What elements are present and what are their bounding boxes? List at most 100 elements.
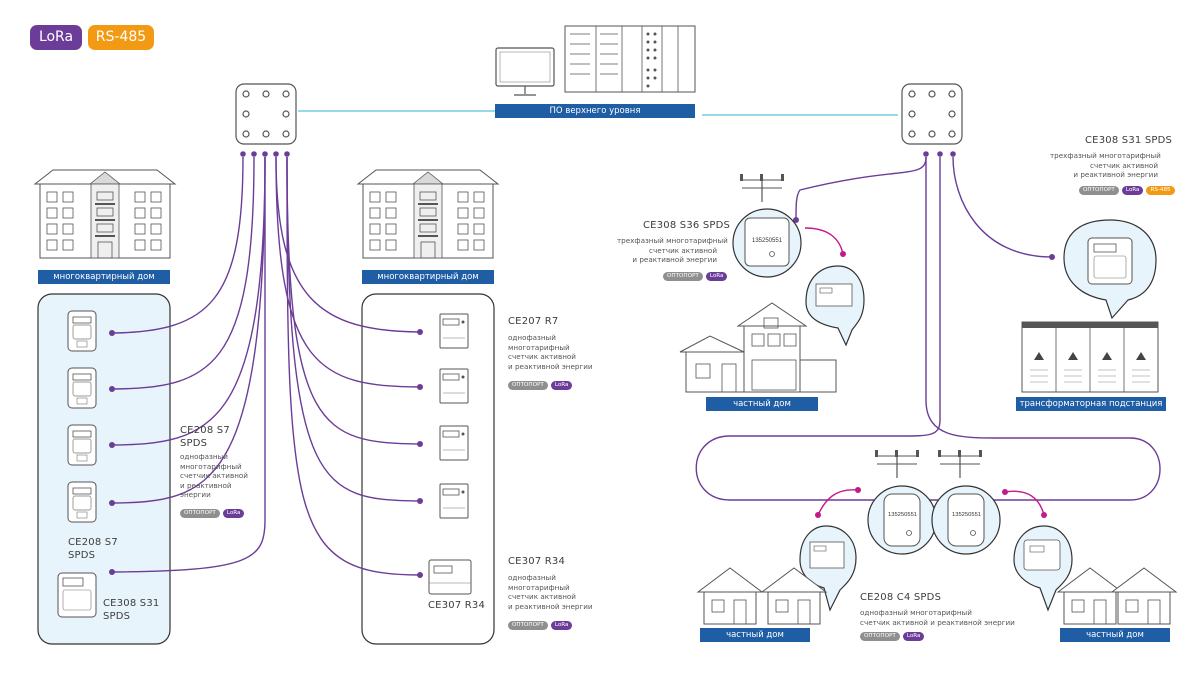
ce207r7-meter-icon xyxy=(439,425,469,461)
apartment-left-label: многоквартирный дом xyxy=(38,270,170,284)
ce208s7-meter-icon xyxy=(67,367,97,409)
ce207r7-name: CE207 R7 xyxy=(508,316,559,327)
ce307r34-caption: CE307 R34 xyxy=(428,600,486,611)
private-house-right-icon xyxy=(1111,567,1177,625)
ce308s36-meter-icon: 135250551 xyxy=(732,208,802,278)
ce207r7-desc-line: однофазный xyxy=(508,333,556,342)
ce208s7-meter-icon xyxy=(67,424,97,466)
ce308s36-name: CE308 S36 SPDS xyxy=(643,220,731,231)
ce207r7-meter-icon xyxy=(439,368,469,404)
optoport-tag: ОПТОПОРТ xyxy=(508,381,548,390)
ce207r7-description: однофазный многотарифный счетчик активно… xyxy=(508,333,593,371)
lora-tag: LoRa xyxy=(1121,186,1144,195)
ce308s31-right-desc-line: счетчик активной xyxy=(1090,160,1158,170)
ce308s31-meter-icon xyxy=(57,572,97,618)
ce307r34-name: CE307 R34 xyxy=(508,556,566,567)
ce208s7-meter-icon xyxy=(67,310,97,352)
ce208s7-description: однофазный многотарифный счетчик активно… xyxy=(180,452,248,500)
rs485-tag: RS-485 xyxy=(1146,186,1175,195)
ce208s7-bottom-line1: CE208 S7 xyxy=(68,537,118,548)
ce208c4-desc-line: однофазный многотарифный xyxy=(860,608,972,617)
ce207r7-tags: ОПТОПОРТ LoRa xyxy=(508,381,573,390)
ce208s7-meter-icon xyxy=(67,481,97,523)
ce208c4-tags: ОПТОПОРТ LoRa xyxy=(860,632,925,641)
ce308s31-left-line1: CE308 S31 xyxy=(103,598,160,609)
ce208s7-name-line2: SPDS xyxy=(180,437,208,449)
private-house-top-icon xyxy=(679,302,837,393)
optoport-tag: ОПТОПОРТ xyxy=(663,272,703,281)
optoport-tag: ОПТОПОРТ xyxy=(180,509,220,518)
ce307r34-desc-line: и реактивной энергии xyxy=(508,601,593,611)
ce308s36-display-text: 135250551 xyxy=(752,238,783,244)
ce208s7-name: CE208 S7 SPDS xyxy=(180,425,230,450)
power-mast-icon xyxy=(937,449,983,479)
ce208s7-desc-line: однофазный xyxy=(180,452,228,461)
ce307r34-meter-icon xyxy=(428,559,472,595)
lora-tag: LoRa xyxy=(902,632,925,641)
ce208s7-bottom-line2: SPDS xyxy=(68,549,96,561)
optoport-tag: ОПТОПОРТ xyxy=(508,621,548,630)
apartment-building-left-icon xyxy=(34,169,176,259)
ce307r34-desc-line: однофазный xyxy=(508,573,556,582)
lora-tag: LoRa xyxy=(222,509,245,518)
monitor-icon xyxy=(495,47,555,96)
ce308s31-right-name: CE308 S31 SPDS xyxy=(1085,135,1173,146)
ce208s7-desc-line: многотарифный xyxy=(180,461,242,471)
ce308s31-left-line2: SPDS xyxy=(103,610,131,622)
ce307r34-desc-line: счетчик активной xyxy=(508,592,576,602)
right-gateway-icon xyxy=(901,83,963,145)
optoport-tag: ОПТОПОРТ xyxy=(1079,186,1119,195)
ce308s36-tags: ОПТОПОРТ LoRa xyxy=(663,272,728,281)
private-house-top-label: частный дом xyxy=(706,397,818,411)
ce207r7-desc-line: счетчик активной xyxy=(508,352,576,362)
ce208c4-desc-line: счетчик активной и реактивной энергии xyxy=(860,617,1015,627)
ce308s36-desc-line: трехфазный многотарифный xyxy=(617,236,728,245)
bottom-right-house-meter-bubble xyxy=(1013,525,1073,612)
ce308s31-left-caption: CE308 S31 SPDS xyxy=(103,598,159,623)
substation-icon xyxy=(1021,321,1159,393)
private-house-left-label: частный дом xyxy=(700,628,810,642)
server-rack-icon xyxy=(564,25,696,93)
power-mast-icon xyxy=(739,173,785,203)
lora-tag: LoRa xyxy=(550,381,573,390)
ce208s7-name-line1: CE208 S7 xyxy=(180,425,230,436)
rs485-badge: RS-485 xyxy=(88,25,154,50)
ce308s36-description: трехфазный многотарифный счетчик активно… xyxy=(617,236,728,265)
ce208c4-display-b-text: 135250551 xyxy=(952,512,981,518)
apartment-building-mid-icon xyxy=(357,169,499,259)
optoport-tag: ОПТОПОРТ xyxy=(860,632,900,641)
ce207r7-desc-line: и реактивной энергии xyxy=(508,361,593,371)
top-house-meter-bubble xyxy=(805,265,865,347)
ce208c4-description: однофазный многотарифный счетчик активно… xyxy=(860,608,1015,627)
ce208s7-desc-line: счетчик активной xyxy=(180,471,248,481)
ce308s36-desc-line: счетчик активной xyxy=(649,245,717,255)
ce307r34-desc-line: многотарифный xyxy=(508,582,570,592)
lora-badge: LoRa xyxy=(30,25,82,50)
ce208s7-tags: ОПТОПОРТ LoRa xyxy=(180,509,245,518)
ce308s31-right-description: трехфазный многотарифный счетчик активно… xyxy=(1050,151,1161,180)
ce307r34-tags: ОПТОПОРТ LoRa xyxy=(508,621,573,630)
ce208c4-display-a-text: 135250551 xyxy=(888,512,917,518)
ce308s31-right-desc-line: трехфазный многотарифный xyxy=(1050,151,1161,160)
private-house-left-icon xyxy=(697,567,763,625)
lora-tag: LoRa xyxy=(550,621,573,630)
apartment-mid-label: многоквартирный дом xyxy=(362,270,494,284)
ce208s7-desc-line: энергии xyxy=(180,490,211,500)
lora-tag: LoRa xyxy=(705,272,728,281)
power-mast-icon xyxy=(874,449,920,479)
ce208c4-meter-left-icon: 135250551 xyxy=(867,485,937,555)
left-gateway-icon xyxy=(235,83,297,145)
ce308s31-right-tags: ОПТОПОРТ LoRa RS-485 xyxy=(1079,186,1175,195)
ce208c4-meter-right-icon: 135250551 xyxy=(931,485,1001,555)
software-label: ПО верхнего уровня xyxy=(495,104,695,118)
ce207r7-desc-line: многотарифный xyxy=(508,342,570,352)
ce207r7-meter-icon xyxy=(439,313,469,349)
ce307r34-description: однофазный многотарифный счетчик активно… xyxy=(508,573,593,611)
ce208s7-desc-line: и реактивной xyxy=(180,480,232,490)
substation-label: трансформаторная подстанция xyxy=(1016,397,1166,411)
ce308s36-desc-line: и реактивной энергии xyxy=(632,255,717,265)
private-house-right-label: частный дом xyxy=(1060,628,1170,642)
ce208c4-name: CE208 C4 SPDS xyxy=(860,592,942,603)
